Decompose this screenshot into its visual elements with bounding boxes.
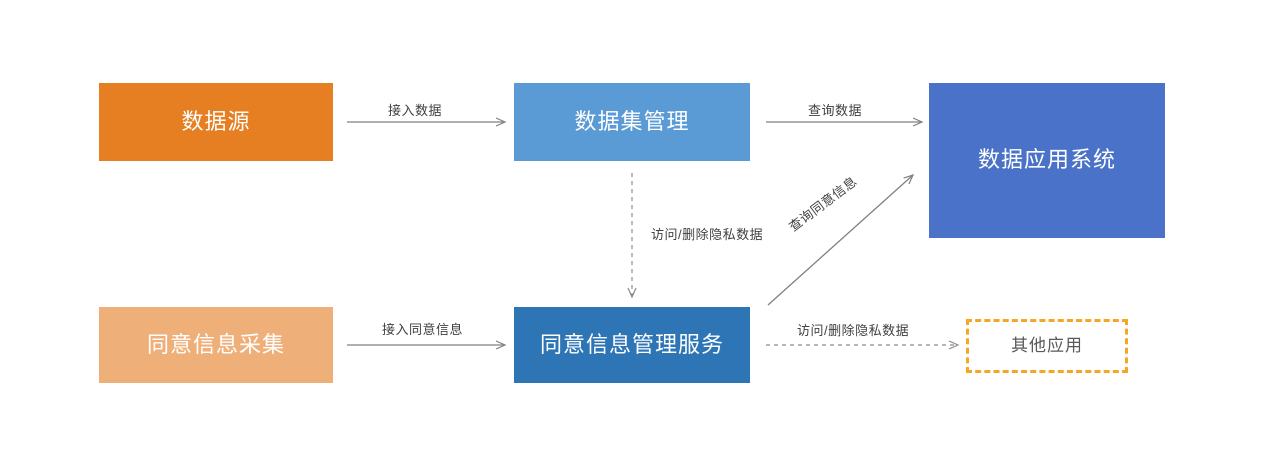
node-consent-collection-label: 同意信息采集 [146, 331, 285, 357]
edge-label-query-data: 查询数据 [808, 103, 863, 118]
node-dataset-management[interactable]: 数据集管理 [514, 83, 750, 161]
node-dataset-management-label: 数据集管理 [574, 108, 690, 134]
edge-query-consent [767, 174, 915, 306]
edge-label-ingest-data: 接入数据 [388, 103, 443, 118]
node-datasource[interactable]: 数据源 [99, 83, 333, 161]
node-other-application-label: 其他应用 [1011, 335, 1083, 355]
node-other-application[interactable]: 其他应用 [966, 319, 1128, 373]
node-data-application-system[interactable]: 数据应用系统 [929, 83, 1165, 238]
edge-label-access-delete-privacy-down: 访问/删除隐私数据 [651, 227, 764, 242]
edge-label-ingest-consent: 接入同意信息 [382, 322, 464, 337]
node-datasource-label: 数据源 [181, 108, 251, 134]
node-consent-collection[interactable]: 同意信息采集 [99, 307, 333, 383]
edge-label-access-delete-privacy-right: 访问/删除隐私数据 [797, 323, 910, 338]
node-consent-management-service-label: 同意信息管理服务 [539, 331, 724, 357]
node-data-application-system-label: 数据应用系统 [977, 147, 1116, 173]
node-consent-management-service[interactable]: 同意信息管理服务 [514, 307, 750, 383]
